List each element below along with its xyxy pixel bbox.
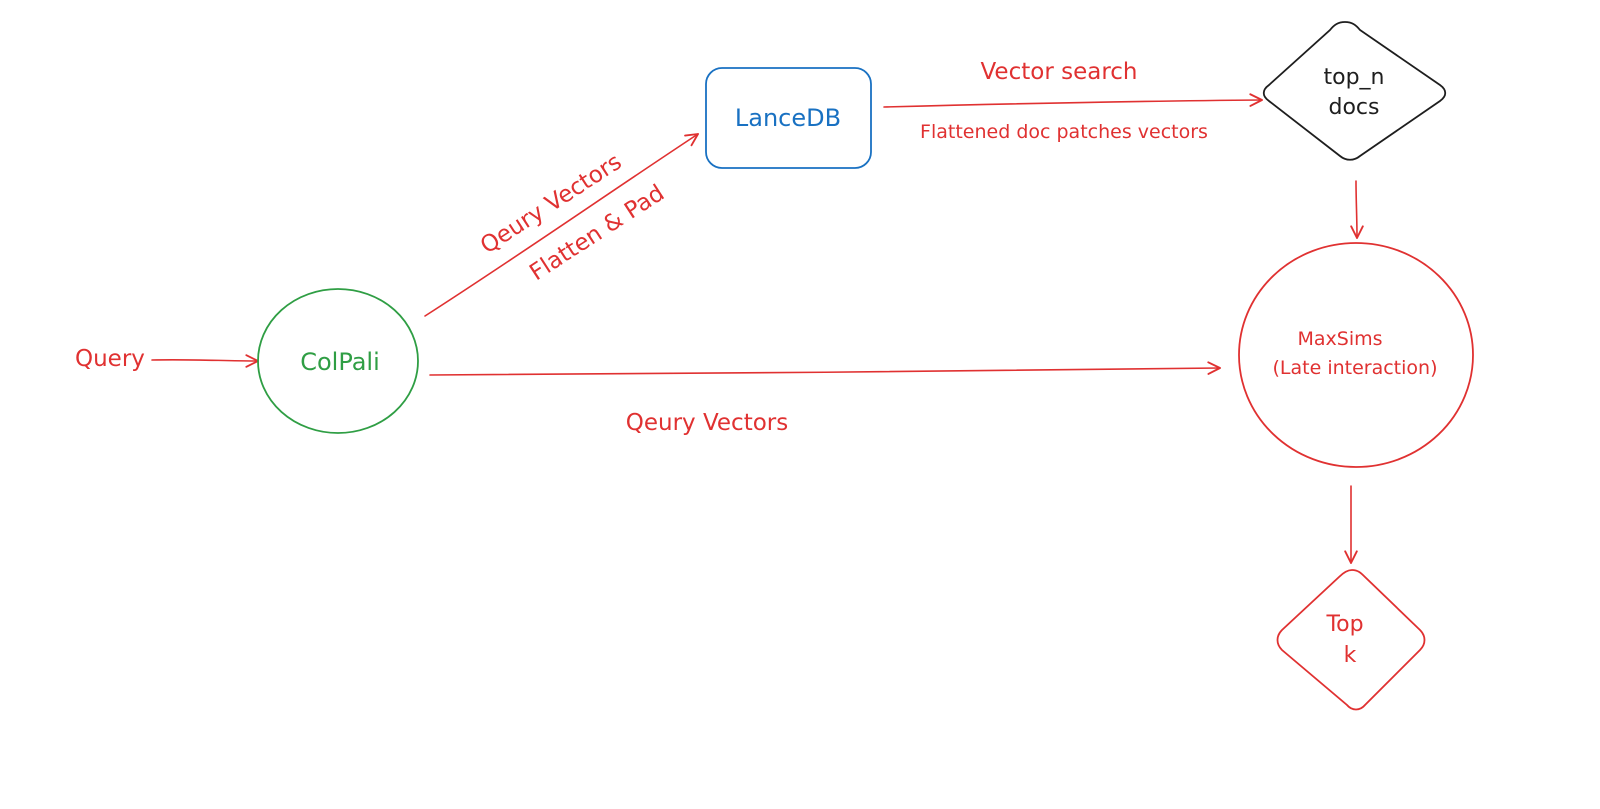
edge-label-query-vectors-horizontal: Qeury Vectors	[626, 410, 788, 436]
top-k-label-line1: Top	[1325, 612, 1363, 637]
colpali-node[interactable]: ColPali	[257, 288, 419, 434]
arrow-query-to-colpali	[151, 354, 259, 368]
top-n-docs-diamond	[1262, 21, 1447, 161]
top-k-diamond	[1276, 569, 1426, 711]
maxsims-node[interactable]: MaxSims (Late interaction)	[1238, 242, 1474, 468]
arrow-lancedb-to-topn	[883, 93, 1263, 108]
maxsims-label-line2: (Late interaction)	[1273, 357, 1438, 379]
lancedb-label: LanceDB	[735, 104, 841, 132]
arrow-colpali-to-lancedb	[424, 133, 699, 317]
arrow-colpali-to-maxsims	[429, 361, 1221, 376]
query-label: Query	[75, 346, 145, 372]
top-n-docs-node[interactable]: top_n docs	[1262, 21, 1447, 161]
top-k-label-line2: k	[1344, 643, 1357, 668]
arrow-topn-to-maxsims	[1350, 180, 1364, 239]
edge-label-vector-search: Vector search	[980, 59, 1137, 85]
top-k-node[interactable]: Top k	[1276, 569, 1426, 711]
colpali-label: ColPali	[300, 348, 380, 376]
edge-label-flattened-doc-patches: Flattened doc patches vectors	[920, 121, 1208, 143]
top-n-label-line2: docs	[1329, 95, 1380, 120]
top-n-label-line1: top_n	[1324, 65, 1385, 90]
lancedb-node[interactable]: LanceDB	[705, 67, 872, 169]
maxsims-label-line1: MaxSims	[1297, 328, 1382, 350]
maxsims-circle	[1238, 242, 1474, 468]
colpali-circle	[257, 288, 419, 434]
lancedb-box	[705, 67, 872, 169]
